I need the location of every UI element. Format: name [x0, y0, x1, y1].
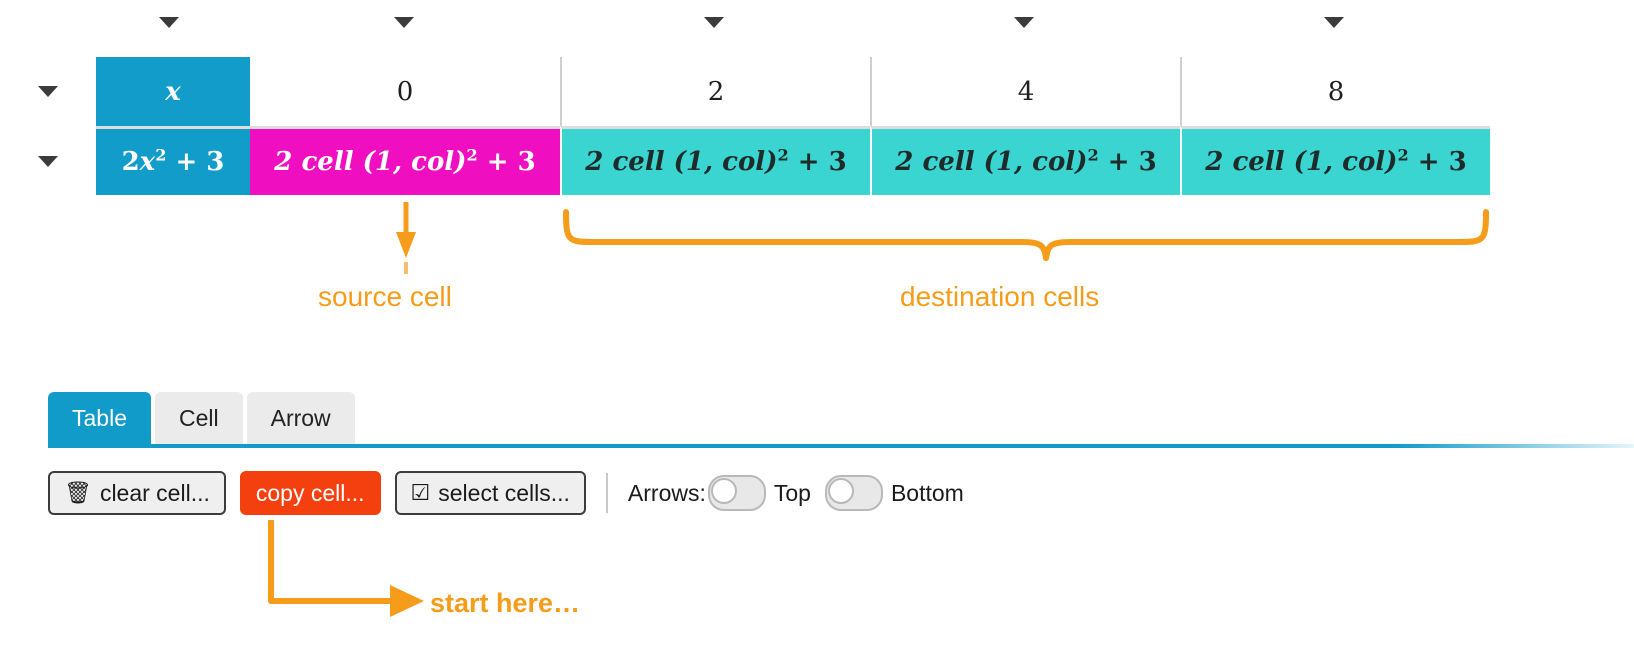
- destination-cells-brace-icon: [563, 209, 1489, 261]
- header-value-2: 4: [1017, 76, 1035, 107]
- source-cell-suffix: + 3: [486, 147, 536, 177]
- arrows-top-label: Top: [773, 479, 811, 506]
- tab-arrow[interactable]: Arrow: [246, 392, 355, 444]
- arrows-top-toggle[interactable]: [707, 475, 766, 511]
- destination-cell-0-formula: 2 cell (1, col)2 + 3: [585, 147, 846, 177]
- destination-cell-2-formula: 2 cell (1, col)2 + 3: [1205, 147, 1466, 177]
- destination-cell-0-suffix: + 3: [797, 147, 847, 177]
- destination-cell-0-prefix: 2 cell (1, col): [585, 147, 778, 177]
- source-cell-annotation: source cell: [318, 281, 452, 312]
- header-value-0: 0: [396, 76, 414, 107]
- formula-row-label-cell[interactable]: 2x2 + 3: [96, 126, 250, 195]
- start-here-annotation: start here…: [430, 588, 581, 618]
- row-caret-1[interactable]: [38, 156, 58, 167]
- source-cell-formula: 2 cell (1, col)2 + 3: [274, 147, 535, 177]
- destination-cell-1[interactable]: 2 cell (1, col)2 + 3: [870, 126, 1180, 195]
- destination-cell-1-formula: 2 cell (1, col)2 + 3: [895, 147, 1156, 177]
- row-caret-0[interactable]: [38, 86, 58, 97]
- toolbar-divider: [605, 473, 608, 513]
- source-cell-prefix: 2 cell (1, col): [274, 147, 467, 177]
- tab-underline: [48, 444, 1634, 448]
- destination-cell-0[interactable]: 2 cell (1, col)2 + 3: [560, 126, 870, 195]
- start-here-arrow-icon: [268, 520, 424, 617]
- spreadsheet-grid: x 0 2 4 8 2x2 + 3 2: [96, 57, 1490, 195]
- arrows-bottom-toggle-knob: [827, 478, 854, 504]
- tab-arrow-label: Arrow: [270, 404, 331, 431]
- checkbox-checked-icon: ☑: [410, 480, 431, 505]
- formula-row-label: 2x2 + 3: [122, 147, 225, 177]
- source-cell[interactable]: 2 cell (1, col)2 + 3: [250, 126, 560, 195]
- column-caret-3[interactable]: [1014, 17, 1034, 28]
- destination-cell-0-exponent: 2: [777, 145, 789, 165]
- arrows-label: Arrows:: [627, 479, 706, 506]
- source-cell-exponent: 2: [466, 145, 478, 165]
- arrows-bottom-label: Bottom: [890, 479, 964, 506]
- tab-cell[interactable]: Cell: [154, 392, 243, 444]
- arrows-bottom-toggle[interactable]: [824, 475, 883, 511]
- header-value-cell-2[interactable]: 4: [870, 57, 1180, 126]
- formula-label-base: x: [139, 147, 156, 177]
- header-value-cell-3[interactable]: 8: [1180, 57, 1490, 126]
- tab-table-label: Table: [72, 404, 127, 431]
- table-toolbar: 🗑 clear cell... copy cell... ☑ select ce…: [48, 470, 976, 516]
- source-cell-arrow-icon: [396, 202, 416, 274]
- tab-bar: Table Cell Arrow: [48, 392, 355, 444]
- destination-cell-1-suffix: + 3: [1107, 147, 1157, 177]
- arrows-top-toggle-knob: [710, 478, 737, 504]
- table-row-formula: 2x2 + 3 2 cell (1, col)2 + 3 2 cell (1, …: [96, 126, 1490, 195]
- destination-cell-2-suffix: + 3: [1417, 147, 1467, 177]
- select-cells-label: select cells...: [438, 479, 570, 506]
- column-caret-0[interactable]: [159, 17, 179, 28]
- formula-label-suffix: + 3: [175, 147, 225, 177]
- table-panel: x 0 2 4 8 2x2 + 3 2: [0, 0, 1634, 210]
- column-caret-1[interactable]: [394, 17, 414, 28]
- destination-cell-2-prefix: 2 cell (1, col): [1205, 147, 1398, 177]
- header-value-cell-0[interactable]: 0: [250, 57, 560, 126]
- column-caret-4[interactable]: [1324, 17, 1344, 28]
- header-value-1: 2: [707, 76, 725, 107]
- header-variable-label: x: [165, 76, 181, 107]
- destination-cell-1-prefix: 2 cell (1, col): [895, 147, 1088, 177]
- table-row-header: x 0 2 4 8: [96, 57, 1490, 126]
- header-value-3: 8: [1327, 76, 1345, 107]
- trash-icon: 🗑: [64, 480, 92, 505]
- header-value-cell-1[interactable]: 2: [560, 57, 870, 126]
- select-cells-button[interactable]: ☑ select cells...: [394, 471, 586, 515]
- destination-cell-1-exponent: 2: [1087, 145, 1099, 165]
- formula-label-prefix: 2: [121, 147, 140, 177]
- copy-cell-button[interactable]: copy cell...: [239, 471, 381, 515]
- tab-table[interactable]: Table: [48, 392, 151, 444]
- formula-label-exponent: 2: [155, 145, 167, 165]
- tab-cell-label: Cell: [178, 404, 219, 431]
- destination-cell-2[interactable]: 2 cell (1, col)2 + 3: [1180, 126, 1490, 195]
- clear-cell-button[interactable]: 🗑 clear cell...: [48, 471, 226, 515]
- column-caret-2[interactable]: [704, 17, 724, 28]
- clear-cell-label: clear cell...: [99, 479, 210, 506]
- copy-cell-label: copy cell...: [255, 479, 365, 506]
- header-variable-cell[interactable]: x: [96, 57, 250, 126]
- destination-cell-2-exponent: 2: [1397, 145, 1409, 165]
- destination-cells-annotation: destination cells: [900, 281, 1100, 312]
